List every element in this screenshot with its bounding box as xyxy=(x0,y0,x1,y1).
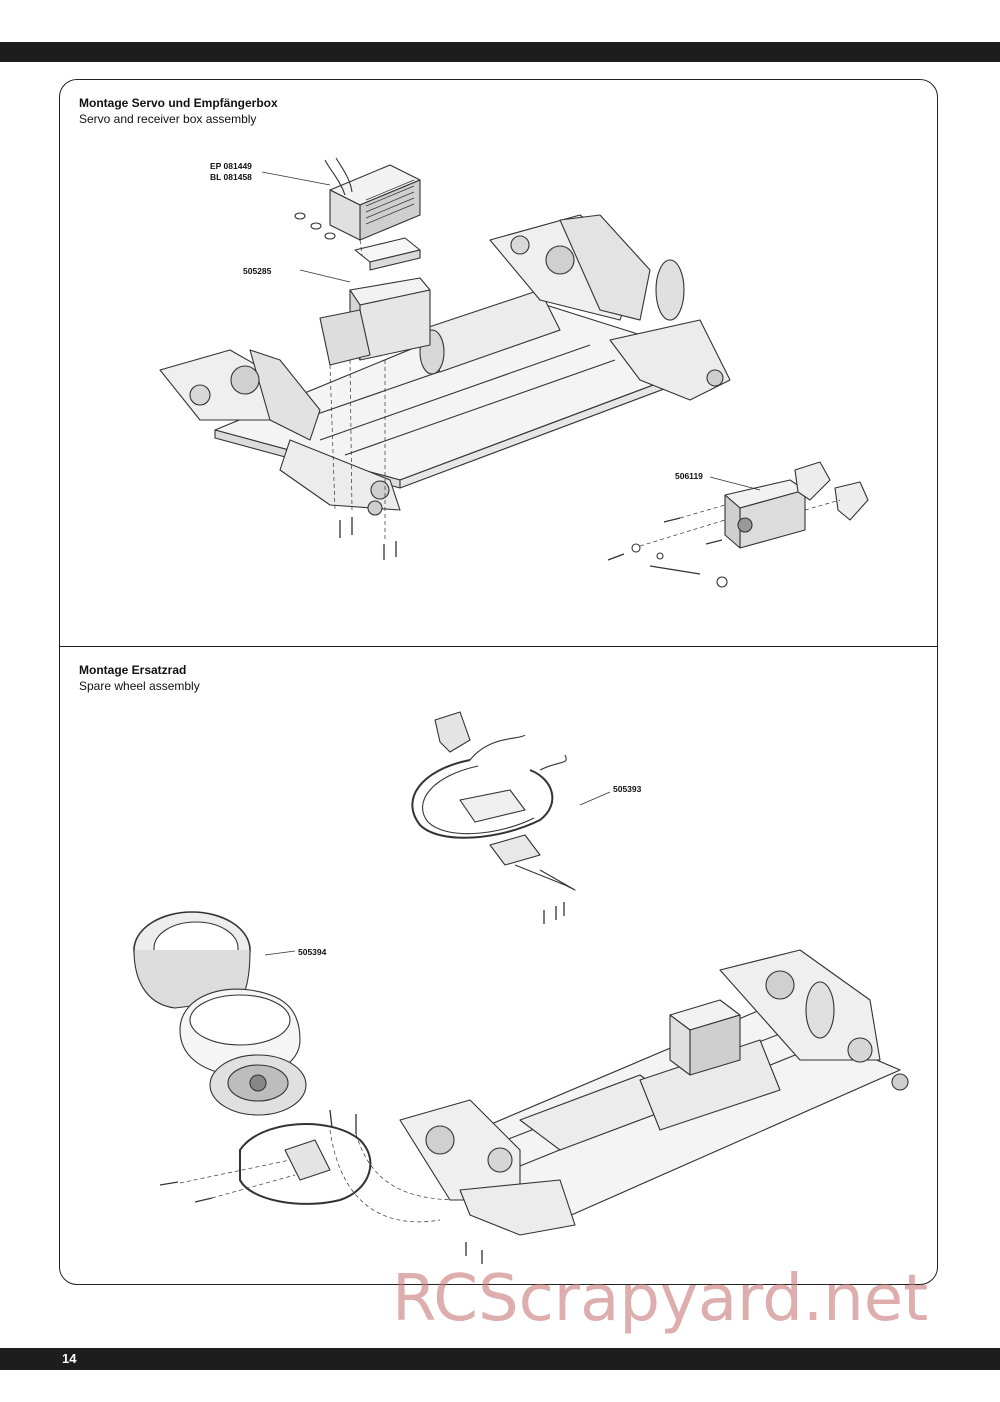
chassis-drawing-top xyxy=(159,157,869,588)
spare-wheel-holder-drawing xyxy=(411,711,611,924)
part-label-ep: EP 081449 xyxy=(210,161,252,171)
part-label-wheel-holder: 505393 xyxy=(613,784,642,794)
watermark: RCScrapyard.net xyxy=(392,1262,929,1336)
section1-title-de: Montage Servo und Empfängerbox xyxy=(79,96,278,110)
part-label-bl: BL 081458 xyxy=(210,172,252,182)
section1-title-en: Servo and receiver box assembly xyxy=(79,112,257,126)
part-label-servo: 506119 xyxy=(675,471,703,481)
section2-title-en: Spare wheel assembly xyxy=(79,679,200,693)
spare-wheel-drawing xyxy=(133,911,461,1223)
part-label-receiver-box: 505285 xyxy=(243,266,272,276)
section2-title-de: Montage Ersatzrad xyxy=(79,663,187,677)
page-number: 14 xyxy=(62,1351,77,1366)
footer-bar xyxy=(0,1348,1000,1370)
chassis-drawing-bottom xyxy=(399,949,909,1264)
section-divider xyxy=(59,646,938,647)
header-bar xyxy=(0,42,1000,62)
part-label-spare-wheel: 505394 xyxy=(298,947,327,957)
content-frame xyxy=(59,79,938,1285)
